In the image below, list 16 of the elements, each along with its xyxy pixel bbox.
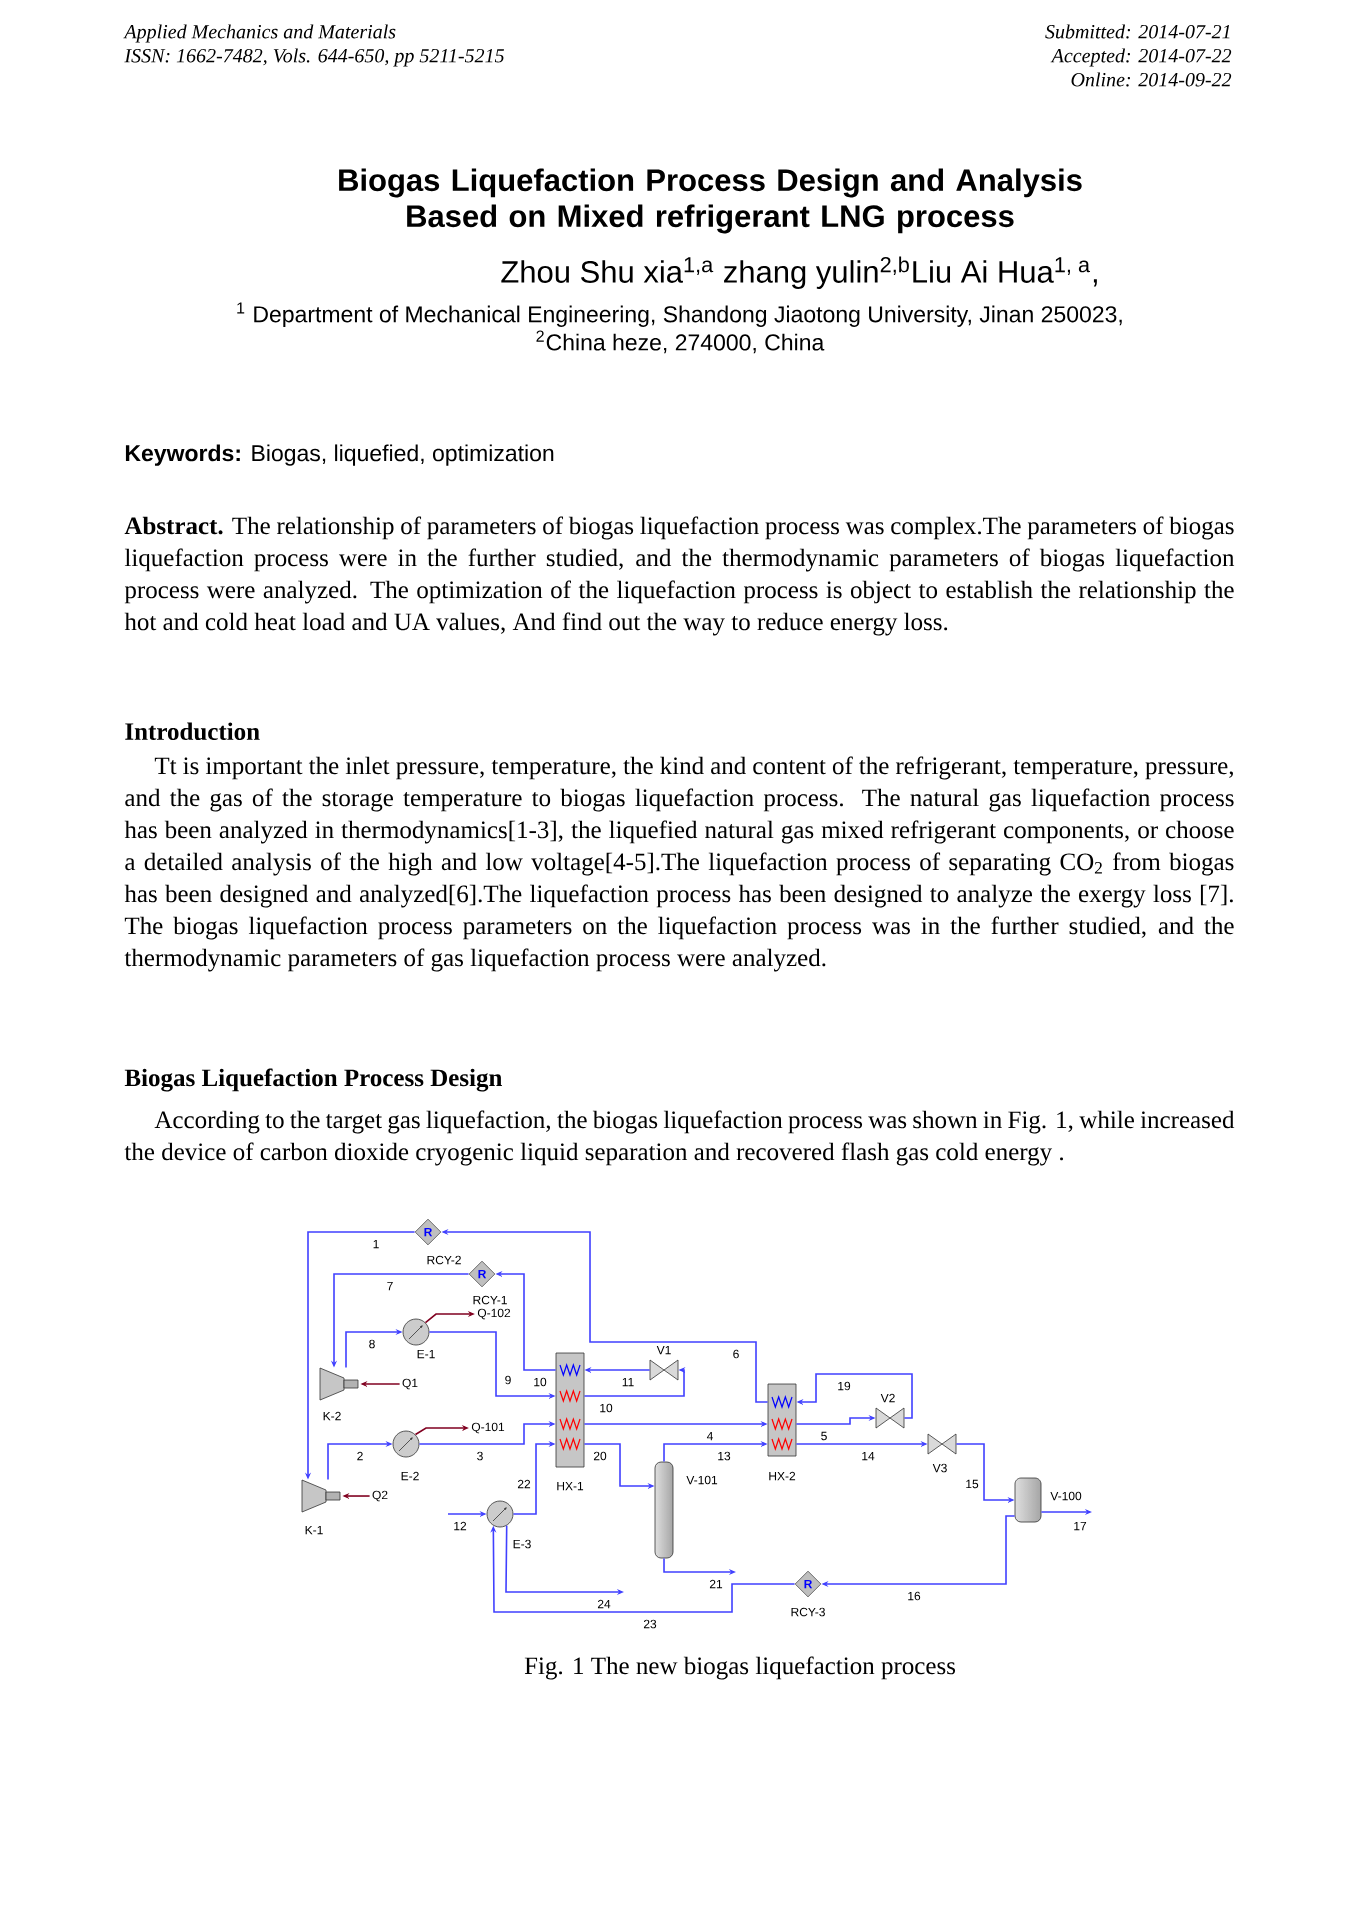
author-line: Zhou Shu xia$^{1,a}$ zhang yulin$^{2,b}$Liu Ai Hua$^{1, a}$, [501, 256, 1097, 289]
body-paragraph: Tt is important the inlet pressure, temperature, the kind and content of the refrigerant, temperature, pressure, and the gas of the storage temperature to biogas liquefaction process. The natural gas liquefaction process has been analyzed in thermodynamics[1-3], the liquefied natural gas mixed refrigerant components, or choose a detailed analysis of the high and low voltage[4-5].The liquefaction process of separating CO$_{2}$ from biogas has been designed and analyzed[6].The liquefaction process has been designed to analyze the exergy loss [7]. The biogas liquefaction process parameters on the liquefaction process was in the further studied, and the thermodynamic parameters of gas liquefaction process were analyzed. [124, 756, 1234, 972]
paper-title: Biogas Liquefaction Process Design and Analysis Based on Mixed refrigerant LNG process [339, 168, 1082, 234]
affiliation: $^{2}$China heze, 274000, China [536, 330, 825, 354]
acceptance-date: Accepted: 2014-07-22 [1050, 48, 1232, 67]
section-heading: Introduction [125, 722, 260, 741]
figure-caption: Fig. 1 The new biogas liquefaction process [524, 1656, 956, 1680]
section-heading: Biogas Liquefaction Process Design [124, 1068, 502, 1092]
journal-name: Applied Mechanics and Materials [123, 24, 396, 43]
abstract-paragraph: Abstract. The relationship of parameters of biogas liquefaction process was complex.The parameters of biogas liquefaction process were in the further studied, and the thermodynamic parameters of biogas liquefaction process were analyzed. The optimization of the liquefaction process is object to establish the relationship the hot and cold heat load and UA values, And find out the way to reduce energy loss. [124, 516, 1235, 636]
online-date: Online: 2014-09-22 [1071, 72, 1232, 87]
keywords-line: Keywords: Biogas, liquefied, optimization [125, 444, 554, 466]
body-paragraph: According to the target gas liquefaction, the biogas liquefaction process was shown in Fig. 1, while increased the device of carbon dioxide cryogenic liquid separation and recovered flash gas cold energy . [124, 1110, 1235, 1166]
issn-line: ISSN: 1662-7482, Vols. 644-650, pp 5211-5215 [124, 48, 504, 67]
affiliation: $^{1}$ Department of Mechanical Engineering, Shandong Jiaotong University, Jinan 250023, [237, 302, 1122, 327]
submission-date: Submitted: 2014-07-21 [1045, 24, 1230, 39]
